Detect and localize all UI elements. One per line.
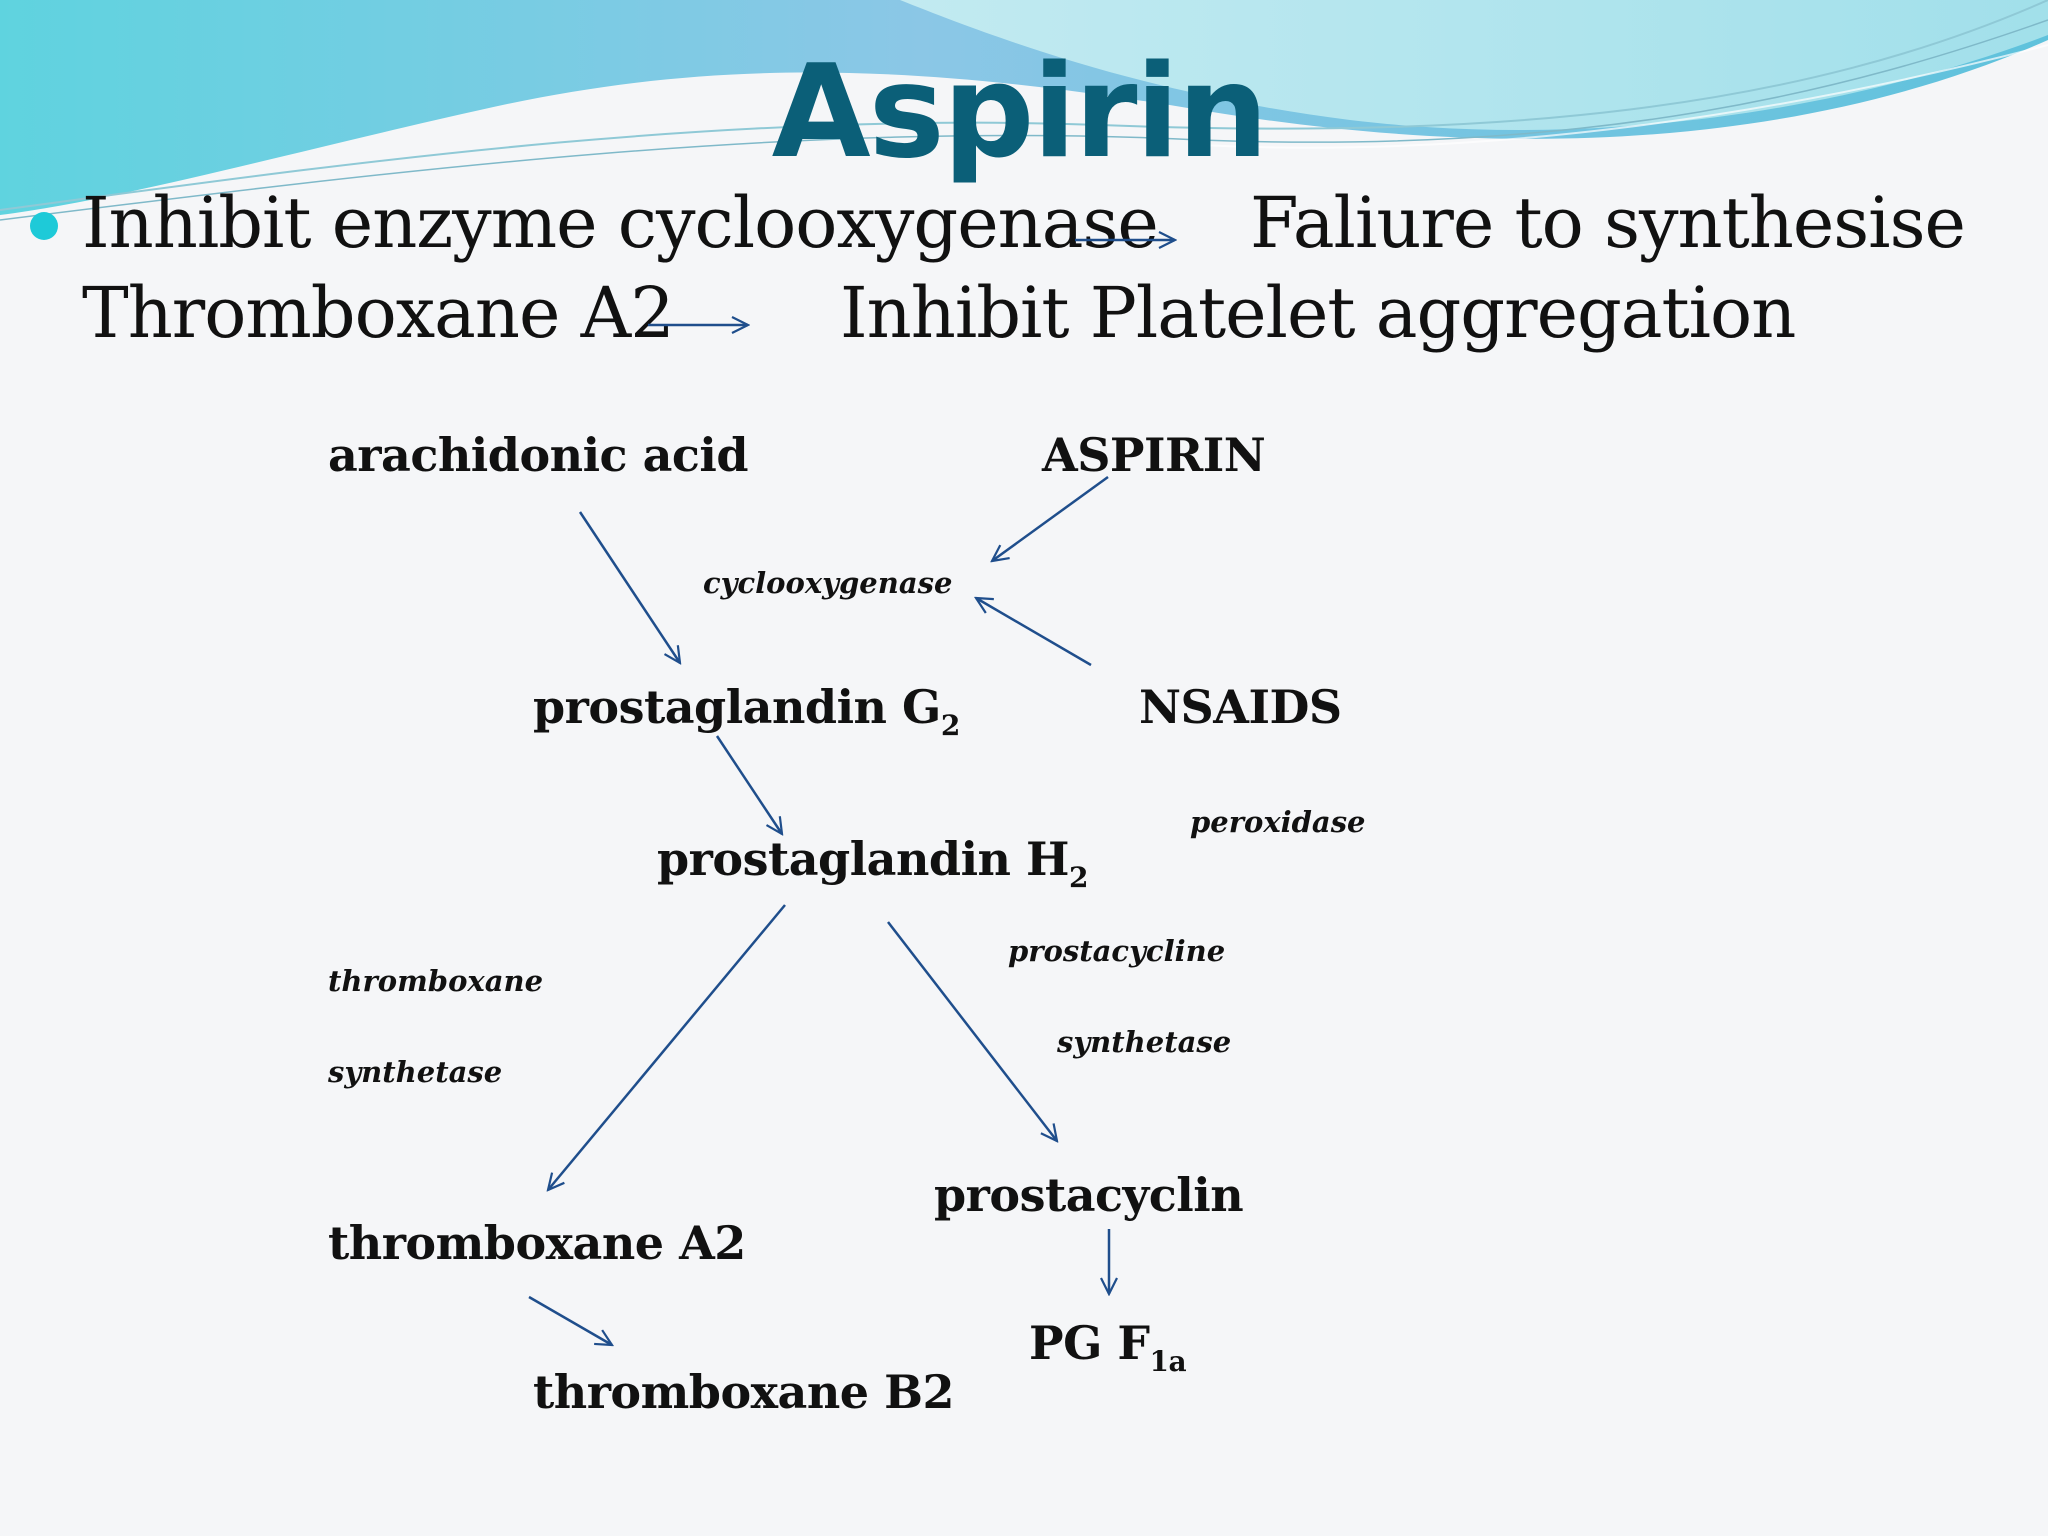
slide-title: Aspirin xyxy=(771,38,1269,187)
arrow-aspirin-to-cox xyxy=(992,475,1109,561)
arrow-pgh2-to-txa2 xyxy=(548,904,786,1190)
prostaglandin-h2-label: prostaglandin H2 xyxy=(657,832,1088,894)
cyclooxygenase-enzyme-label: cyclooxygenase xyxy=(703,566,953,600)
arrow-txa2-to-txb2 xyxy=(528,1295,612,1345)
header-wave xyxy=(0,0,2048,221)
prostacycline-synthetase-label-2: synthetase xyxy=(1057,1025,1232,1059)
thromboxane-synthetase-label-1: thromboxane xyxy=(328,964,544,998)
nsaids-label: NSAIDS xyxy=(1139,680,1342,734)
arrow-pgh2-to-prostacyclin xyxy=(887,921,1057,1141)
peroxidase-enzyme-label: peroxidase xyxy=(1190,805,1366,839)
bullet-line1-part2: Faliure to synthesise xyxy=(1250,182,1966,264)
aspirin-label: ASPIRIN xyxy=(1042,428,1266,482)
arrow-nsaids-to-cox xyxy=(976,598,1092,667)
bullet-line2-part2: Inhibit Platelet aggregation xyxy=(840,272,1796,354)
arachidonic-acid-label: arachidonic acid xyxy=(328,428,749,482)
thromboxane-a2-label: thromboxane A2 xyxy=(328,1216,746,1270)
prostaglandin-g2-label: prostaglandin G2 xyxy=(533,680,960,742)
bullet-line1-part1: Inhibit enzyme cyclooxygenase xyxy=(82,182,1159,264)
pg-f1a-label: PG F1a xyxy=(1029,1316,1187,1378)
thromboxane-b2-label: thromboxane B2 xyxy=(533,1365,954,1419)
arrow-pgg2-to-pgh2 xyxy=(715,735,782,834)
prostacyclin-label: prostacyclin xyxy=(934,1168,1244,1222)
prostacycline-synthetase-label-1: prostacycline xyxy=(1008,934,1226,968)
thromboxane-synthetase-label-2: synthetase xyxy=(328,1055,503,1089)
bullet-line2-part1: Thromboxane A2 xyxy=(82,272,675,354)
arrow-arachidonic-to-pgg2 xyxy=(578,511,680,663)
bullet-dot-icon xyxy=(30,212,58,240)
